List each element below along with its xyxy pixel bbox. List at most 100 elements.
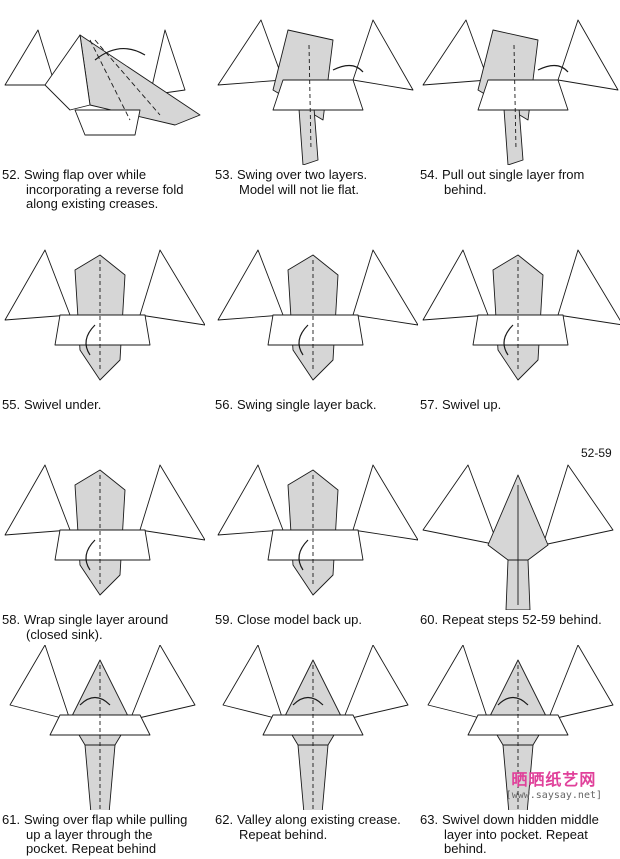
step-55: 55.Swivel under. <box>0 230 205 444</box>
caption-line: Model will not lie flat. <box>239 181 359 197</box>
caption-line: 52.Swing flap over while <box>2 167 207 183</box>
step-number: 61. <box>2 812 21 827</box>
right-point-flap <box>352 249 418 326</box>
caption-line: 53.Swing over two layers. <box>215 167 420 183</box>
step-53: 53.Swing over two layers.Model will not … <box>213 0 418 214</box>
step-caption: 53.Swing over two layers.Model will not … <box>215 167 420 197</box>
step-diagram-54 <box>422 19 619 165</box>
right-point-flap <box>139 464 205 541</box>
right-point-flap <box>149 29 186 96</box>
body-layer <box>44 34 91 111</box>
swing-arrow <box>537 64 569 73</box>
caption-text: Swivel up. <box>442 397 502 412</box>
step-diagram-57 <box>422 249 620 381</box>
swivel-arrow <box>298 324 309 356</box>
caption-line: 59.Close model back up. <box>215 612 420 628</box>
step-diagram-61 <box>9 645 196 810</box>
body-layer <box>267 314 364 346</box>
caption-line: 63.Swivel down hidden middle <box>420 812 620 828</box>
step-number: 53. <box>215 167 234 182</box>
step-diagram-59 <box>217 464 418 596</box>
valley-crease <box>308 44 312 151</box>
right-point-flap <box>129 645 196 721</box>
caption-text: Wrap single layer around <box>24 612 169 627</box>
right-point-flap <box>352 19 414 91</box>
right-point-flap <box>557 19 619 91</box>
right-point-flap <box>557 249 620 325</box>
caption-text: Valley along existing crease. <box>237 812 401 827</box>
right-point-flap <box>139 249 205 326</box>
caption-text: Swing single layer back. <box>237 397 377 412</box>
caption-text: Swing flap over while <box>24 167 147 182</box>
caption-text: Close model back up. <box>237 612 363 627</box>
body-layer <box>477 79 569 111</box>
caption-line: 54.Pull out single layer from <box>420 167 620 183</box>
step-diagram-58 <box>4 464 205 596</box>
left-point-flap <box>4 29 56 86</box>
step-caption: 58.Wrap single layer around(closed sink)… <box>2 612 207 642</box>
watermark: 晒晒纸艺网 [www.saysay.net] <box>506 766 602 801</box>
swing-arrow <box>332 64 364 73</box>
caption-line: behind. <box>444 841 487 856</box>
right-point-flap <box>547 645 614 721</box>
step-number: 55. <box>2 397 21 412</box>
body-layer <box>272 79 364 111</box>
body-layer <box>54 529 151 561</box>
caption-line: 58.Wrap single layer around <box>2 612 207 628</box>
caption-text: Swivel down hidden middle <box>442 812 599 827</box>
swivel-arrow <box>85 539 96 571</box>
swivel-arrow <box>85 324 96 356</box>
step-diagram-55 <box>4 249 205 381</box>
caption-line: along existing creases. <box>26 196 159 211</box>
caption-line: 62.Valley along existing crease. <box>215 812 420 828</box>
step-number: 58. <box>2 612 21 627</box>
right-point-flap <box>352 464 418 541</box>
step-number: 52. <box>2 167 21 182</box>
left-point-flap <box>9 645 71 721</box>
left-point-flap <box>4 464 71 536</box>
caption-line: pocket. Repeat behind <box>26 841 157 856</box>
step-diagram-56 <box>217 249 418 381</box>
caption-text: Pull out single layer from <box>442 167 585 182</box>
swing-arrow <box>79 696 111 706</box>
step-diagram-52 <box>4 29 201 136</box>
step-number: 59. <box>215 612 234 627</box>
swing-arrow <box>292 696 324 706</box>
left-point-flap <box>4 249 71 321</box>
step-62: 62.Valley along existing crease.Repeat b… <box>213 645 418 859</box>
body-layer <box>54 314 151 346</box>
caption-line: (closed sink). <box>26 626 103 642</box>
left-point-flap <box>427 645 489 721</box>
caption-line: Repeat behind. <box>239 826 328 842</box>
swivel-arrow <box>503 324 514 356</box>
step-caption: 60.Repeat steps 52-59 behind. <box>420 612 620 628</box>
caption-line: incorporating a reverse fold <box>26 181 184 197</box>
left-point-flap <box>222 645 284 721</box>
step-number: 63. <box>420 812 439 827</box>
step-caption: 59.Close model back up. <box>215 612 420 628</box>
caption-text: Swing over flap while pulling <box>24 812 188 827</box>
step-59: 59.Close model back up. <box>213 445 418 659</box>
step-number: 62. <box>215 812 234 827</box>
step-diagram-60 <box>422 464 614 610</box>
step-number: 54. <box>420 167 439 182</box>
caption-line: up a layer through the <box>26 826 153 842</box>
step-57: 57.Swivel up. <box>418 230 620 444</box>
caption-text: Swing over two layers. <box>237 167 368 182</box>
left-point-flap <box>217 19 284 86</box>
caption-line: 55.Swivel under. <box>2 397 207 413</box>
caption-line: 61.Swing over flap while pulling <box>2 812 207 828</box>
watermark-url: [www.saysay.net] <box>505 790 602 801</box>
left-point-flap <box>217 249 284 321</box>
step-60: 60.Repeat steps 52-59 behind. <box>418 445 620 659</box>
step-number: 60. <box>420 612 439 627</box>
step-number: 57. <box>420 397 439 412</box>
